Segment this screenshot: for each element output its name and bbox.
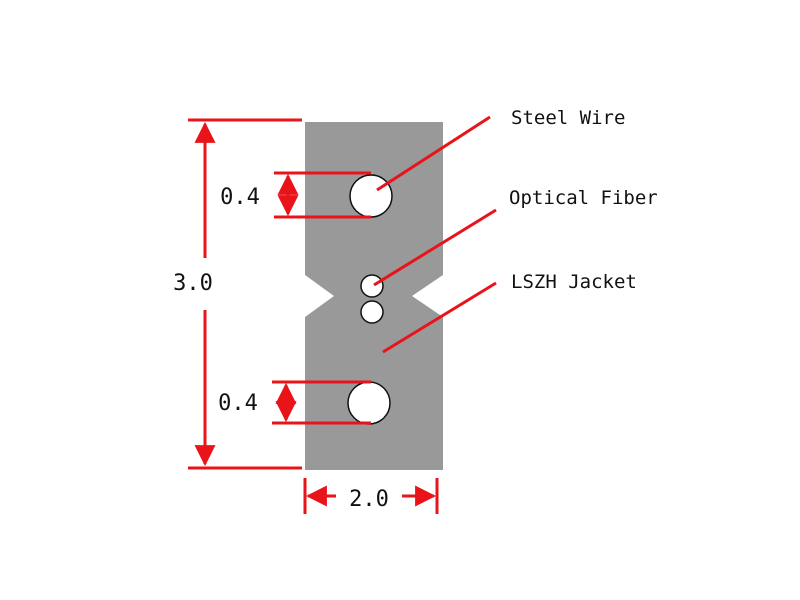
steel-wire-label: Steel Wire [511,107,625,129]
upper-steel-wire [349,174,393,218]
height-dimension-label: 3.0 [173,271,213,296]
optical-fiber-label: Optical Fiber [509,187,658,209]
optical-fiber-bottom [360,300,384,324]
jacket-leader [382,281,497,354]
optical-fiber-top [360,274,384,298]
width-dimension [303,478,439,514]
steel-wire-leader [376,115,491,192]
jacket-label: LSZH Jacket [511,271,637,293]
optical-fiber-leader [373,208,497,287]
upper-wire-dimension-label: 0.4 [220,185,260,210]
width-dimension-label: 2.0 [349,487,389,512]
lower-wire-dimension-label: 0.4 [218,391,258,416]
upper-wire-dimension [274,171,371,219]
height-dimension [188,118,302,470]
lower-wire-dimension [272,380,371,425]
lower-steel-wire [347,381,391,425]
